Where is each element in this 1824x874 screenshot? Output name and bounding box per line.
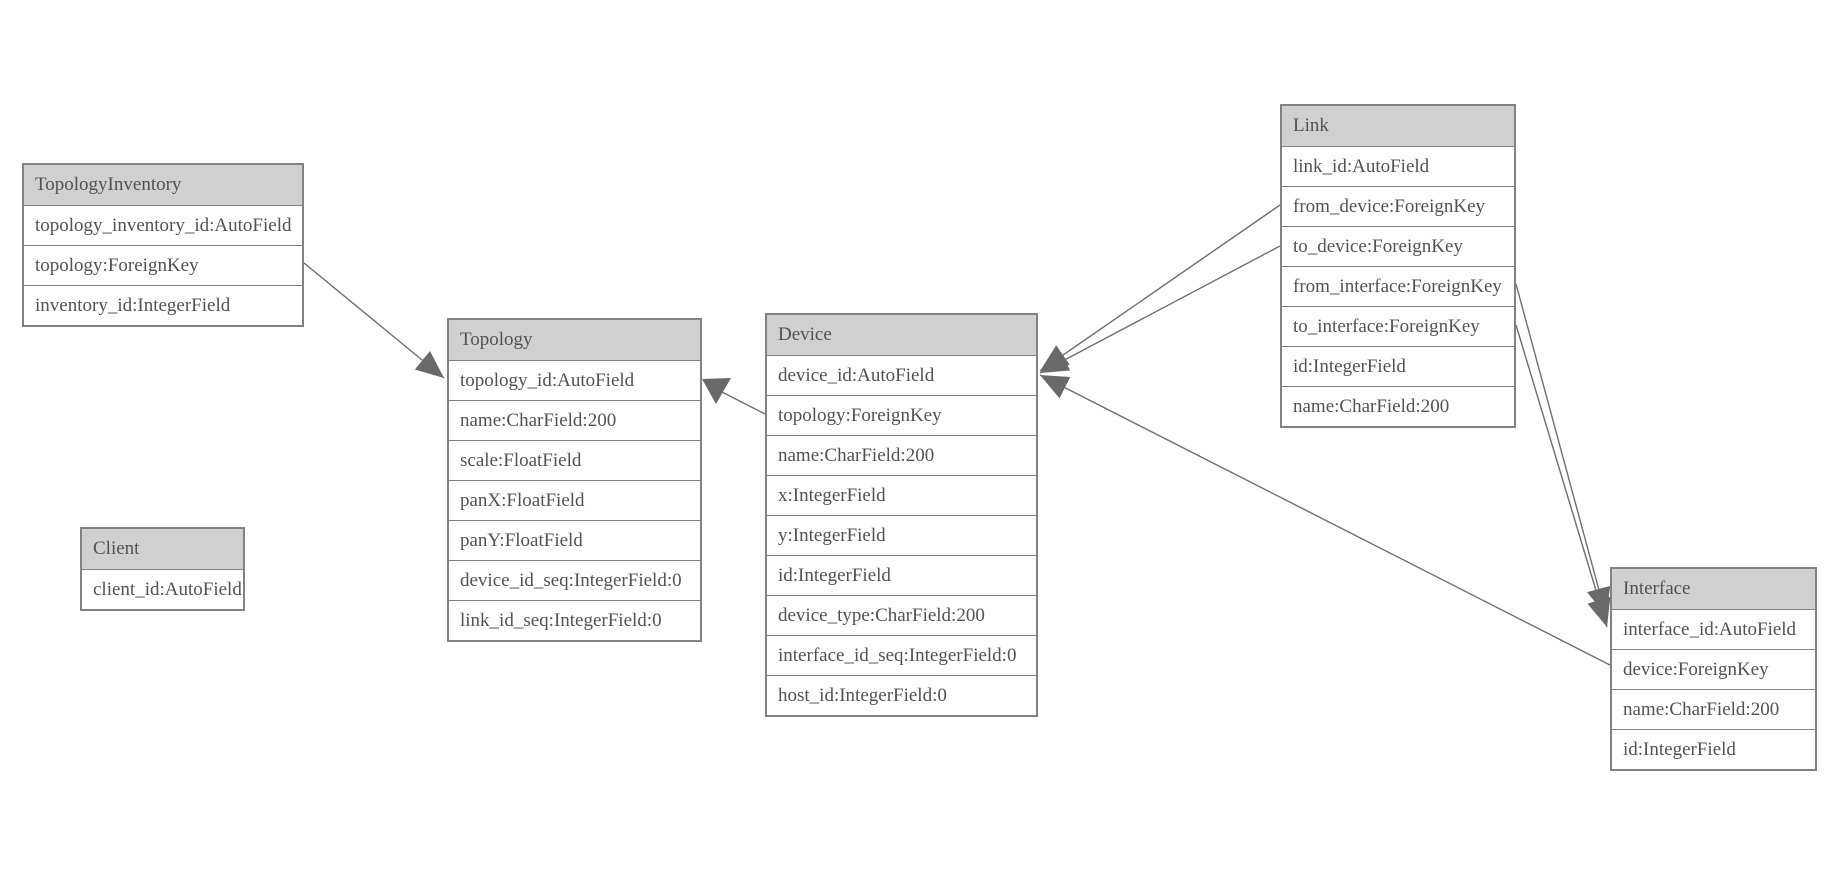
entity-device-title: Device [767,315,1036,355]
entity-device-field-2: name:CharField:200 [767,435,1036,475]
entity-device-field-4: y:IntegerField [767,515,1036,555]
entity-device-field-6: device_type:CharField:200 [767,595,1036,635]
entity-interface-field-3: id:IntegerField [1612,729,1815,769]
entity-interface-field-0: interface_id:AutoField [1612,609,1815,649]
entity-device-field-1: topology:ForeignKey [767,395,1036,435]
entity-device-field-0: device_id:AutoField [767,355,1036,395]
edge-link-to-interface-to-interface [1515,324,1611,628]
entity-topology-title: Topology [449,320,700,360]
entity-device-field-3: x:IntegerField [767,475,1036,515]
edge-topology-inventory-to-topology [303,262,445,379]
entity-link-field-1: from_device:ForeignKey [1282,186,1514,226]
entity-link-field-2: to_device:ForeignKey [1282,226,1514,266]
entity-topology-field-0: topology_id:AutoField [449,360,700,400]
edge-link-from-interface-to-interface [1515,283,1611,617]
entity-device-field-5: id:IntegerField [767,555,1036,595]
edge-link-to-device-to-device [1039,245,1281,374]
edge-link-from-device-to-device [1039,204,1281,372]
entity-link-field-3: from_interface:ForeignKey [1282,266,1514,306]
entity-interface-field-2: name:CharField:200 [1612,689,1815,729]
entity-topology-field-6: link_id_seq:IntegerField:0 [449,600,700,640]
edge-device-to-topology [721,391,766,415]
entity-topology-inventory-title: TopologyInventory [24,165,302,205]
entity-topology-inventory-field-1: topology:ForeignKey [24,245,302,285]
entity-link-field-5: id:IntegerField [1282,346,1514,386]
entity-topology-field-4: panY:FloatField [449,520,700,560]
entity-device-field-8: host_id:IntegerField:0 [767,675,1036,715]
entity-topology-field-3: panX:FloatField [449,480,700,520]
entity-client-field-0: client_id:AutoField [82,569,243,609]
entity-client-title: Client [82,529,243,569]
entity-topology-inventory-field-0: topology_inventory_id:AutoField [24,205,302,245]
entity-device-field-7: interface_id_seq:IntegerField:0 [767,635,1036,675]
entity-interface-title: Interface [1612,569,1815,609]
entity-link-title: Link [1282,106,1514,146]
entity-topology-field-1: name:CharField:200 [449,400,700,440]
entity-topology-field-2: scale:FloatField [449,440,700,480]
entity-link-field-6: name:CharField:200 [1282,386,1514,426]
entity-topology-inventory-field-2: inventory_id:IntegerField [24,285,302,325]
entity-link-field-4: to_interface:ForeignKey [1282,306,1514,346]
entity-link-field-0: link_id:AutoField [1282,146,1514,186]
entity-interface-field-1: device:ForeignKey [1612,649,1815,689]
edge-device-to-topology-arrowhead [702,378,731,404]
entity-topology-field-5: device_id_seq:IntegerField:0 [449,560,700,600]
